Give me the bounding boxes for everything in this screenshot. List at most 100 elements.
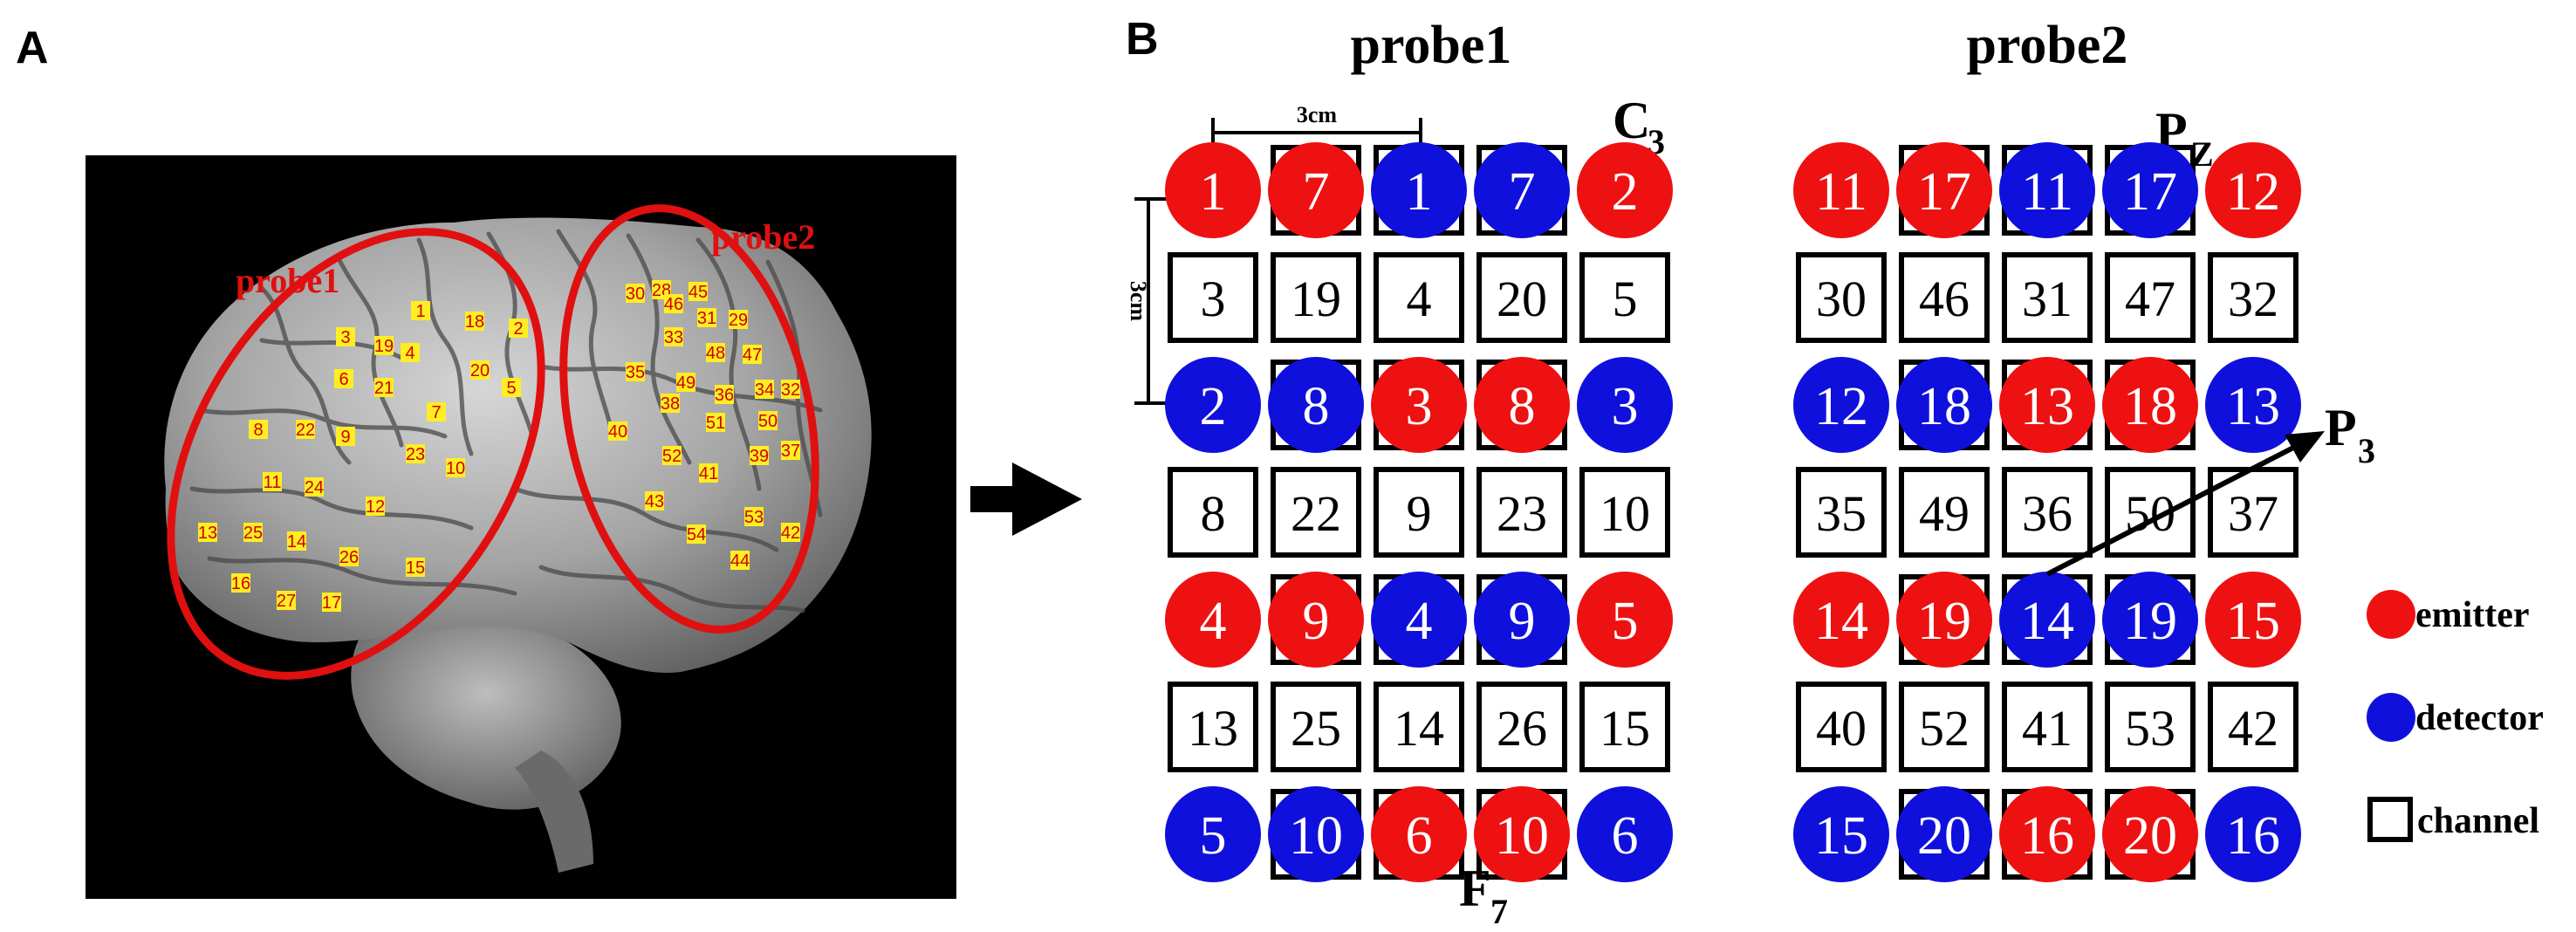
emitter-number: 7: [1303, 162, 1330, 222]
probe2-channel-marker-label: 52: [662, 447, 682, 466]
probe2-channel-marker: [755, 380, 774, 399]
probe1-channel-marker: [366, 497, 385, 516]
probe2-channel-marker-label: 45: [689, 283, 708, 302]
probe2-outline: [559, 204, 819, 634]
detector-dot: [1268, 357, 1364, 453]
channel-box: [1374, 467, 1464, 558]
probe2-channel-marker-label: 39: [750, 447, 769, 466]
legend-detector-swatch: [2367, 693, 2415, 742]
detector-number: 3: [1612, 377, 1639, 436]
channel-box: [1476, 252, 1567, 343]
probe2-channel-marker: [664, 327, 683, 346]
p3-arrowhead-icon: [2285, 431, 2325, 463]
probe2-channel-marker-label: 40: [608, 422, 627, 442]
probe1-channel-marker: [339, 547, 359, 566]
probe1-channel-marker: [198, 523, 217, 542]
probe2-channel-marker-label: 38: [661, 394, 680, 414]
probe1-channel-marker: [334, 369, 353, 388]
channel-number: 13: [1188, 700, 1238, 757]
detector-number: 17: [2123, 162, 2177, 222]
detector-number: 11: [2021, 162, 2073, 222]
detector-dot: [1896, 357, 1992, 453]
emitter-number: 6: [1406, 806, 1433, 866]
probe1-channel-marker: [322, 593, 341, 612]
probe1-channel-marker: [401, 343, 420, 362]
probe1-channel-marker: [427, 402, 446, 421]
emitter-dot: [1896, 142, 1992, 238]
detector-dot: [2205, 357, 2301, 453]
emitter-dot: [1999, 357, 2095, 453]
probe2-channel-marker-label: 37: [781, 442, 800, 461]
channel-number: 22: [1291, 485, 1341, 542]
landmark-p3: P 3: [2045, 399, 2375, 577]
emitter-number: 1: [1200, 162, 1227, 222]
probe1-channel-marker-label: 22: [296, 421, 315, 440]
panel-b-label: B: [1126, 14, 1159, 65]
emitter-dot: [1371, 786, 1467, 882]
scale-v-label: 3cm: [1126, 281, 1151, 322]
probe1-channel-marker-label: 4: [405, 344, 414, 363]
emitter-dot: [2205, 142, 2301, 238]
probe1-channel-marker-label: 20: [470, 361, 490, 380]
channel-box: [1899, 467, 1990, 558]
channel-box: [2002, 682, 2093, 772]
probe2-channel-marker-label: 48: [706, 344, 725, 363]
probe2-channel-marker-label: 35: [626, 363, 645, 382]
channel-number: 23: [1497, 485, 1547, 542]
emitter-number: 19: [1917, 592, 1971, 651]
detector-number: 6: [1612, 806, 1639, 866]
channel-box: [1168, 252, 1258, 343]
detector-number: 10: [1289, 806, 1343, 866]
emitter-dot: [1474, 357, 1570, 453]
probe1-channel-marker: [406, 444, 425, 463]
channel-box: [1899, 252, 1990, 343]
probe1-channel-marker-label: 12: [366, 497, 385, 517]
probe1-channel-marker: [249, 420, 268, 439]
probe1-channel-marker: [296, 420, 315, 439]
probe2-channel-marker: [750, 446, 769, 465]
channel-box: [2105, 467, 2196, 558]
probe2-channel-marker: [687, 524, 706, 544]
detector-dot: [1474, 142, 1570, 238]
channel-number: 3: [1201, 271, 1226, 327]
probe1-channel-marker-label: 9: [340, 428, 350, 447]
channel-number: 8: [1201, 485, 1226, 542]
probe1-channel-marker: [305, 477, 324, 497]
emitter-dot: [1371, 357, 1467, 453]
landmark-f7: F 7: [1459, 860, 1508, 931]
probe1-channel-marker: [231, 573, 250, 593]
probe1-channel-marker: [465, 312, 484, 331]
probe1-title: probe1: [1351, 16, 1512, 75]
detector-number: 14: [2020, 592, 2074, 651]
probe2-channel-marker-label: 43: [645, 492, 664, 511]
channel-number: 30: [1816, 271, 1867, 327]
probe2-channel-marker: [645, 491, 664, 511]
emitter-dot: [1793, 572, 1889, 668]
emitter-dot: [1268, 572, 1364, 668]
probe2-channel-marker: [781, 441, 800, 460]
probe1-channel-marker-label: 2: [513, 319, 523, 339]
legend-emitter-swatch: [2367, 590, 2415, 639]
detector-dot: [1268, 786, 1364, 882]
channel-box: [2208, 252, 2299, 343]
channel-box: [1579, 682, 1670, 772]
probe2-channel-marker: [781, 380, 800, 399]
probe2-channel-marker-label: 30: [626, 284, 645, 304]
probe2-channel-marker: [676, 373, 695, 392]
p3-arrow-line: [2045, 444, 2297, 577]
probe2-channel-marker: [706, 413, 725, 432]
probe1-channel-marker-label: 6: [339, 370, 348, 389]
channel-number: 40: [1816, 700, 1867, 757]
detector-number: 8: [1303, 377, 1330, 436]
probe1-channel-marker-label: 24: [305, 478, 324, 497]
detector-number: 4: [1406, 592, 1433, 651]
emitter-dot: [1793, 142, 1889, 238]
landmark-f7-main: F: [1459, 860, 1491, 917]
legend: emitter detector channel: [2367, 590, 2544, 842]
detector-dot: [1896, 786, 1992, 882]
emitter-dot: [1474, 786, 1570, 882]
probe2-channel-marker: [715, 385, 734, 404]
probe2-channel-marker-label: 29: [729, 311, 748, 330]
